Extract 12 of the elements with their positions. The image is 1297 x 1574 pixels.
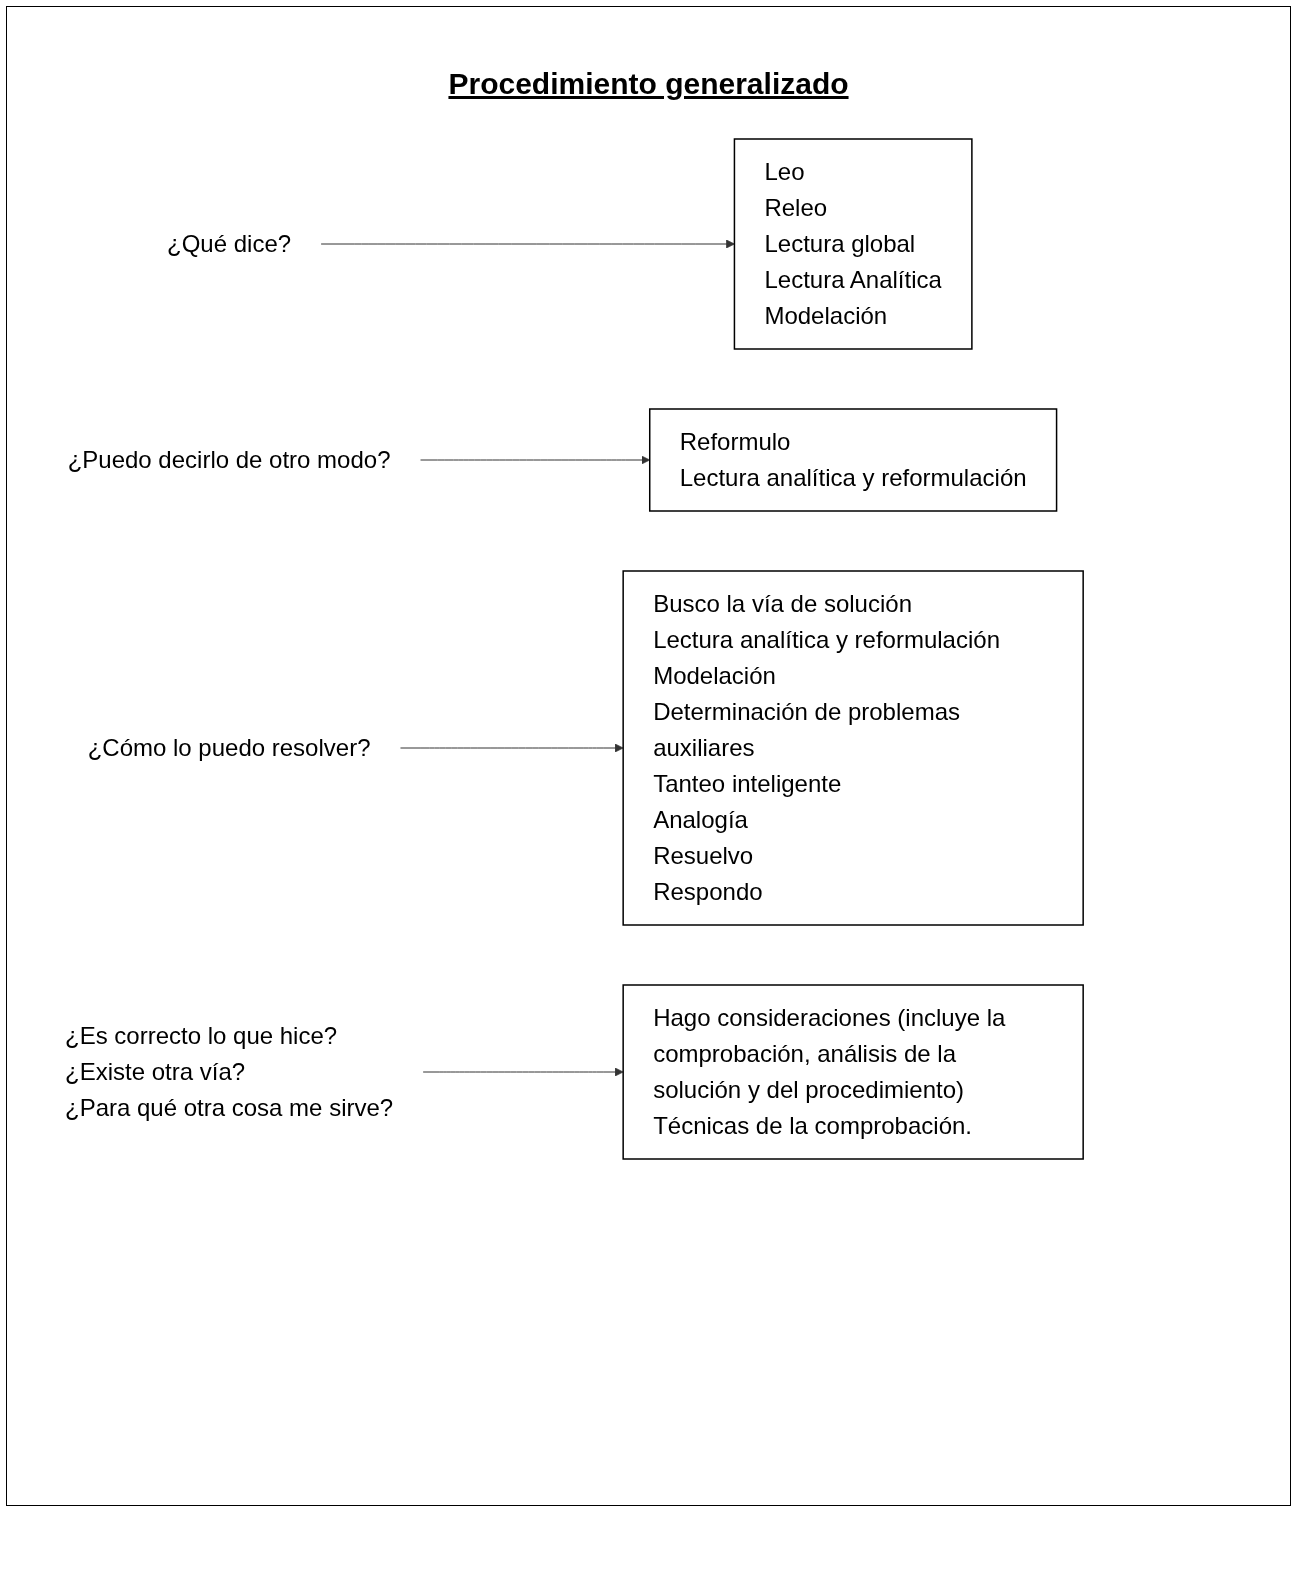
node-box: Leo Releo Lectura global Lectura Analítica Modelación <box>733 138 973 350</box>
node-box: Reformulo Lectura analítica y reformulación <box>649 408 1058 512</box>
node-text: ¿Es correcto lo que hice? ¿Existe otra vía? ¿Para qué otra cosa me sirve? <box>65 1022 394 1121</box>
diagram-title: Procedimiento generalizado <box>447 67 850 101</box>
arrow <box>320 239 735 249</box>
node-text: ¿Cómo lo puedo resolver? <box>87 734 371 761</box>
node-text: ¿Qué dice? <box>167 230 292 257</box>
arrow <box>422 1067 624 1077</box>
node-box: Busco la vía de solución Lectura analítica y reformulación Modelación Determinación de problemas auxiliares Tanteo inteligente Analogía Resuelvo Respondo <box>622 570 1084 926</box>
node-box: Hago consideraciones (incluye la comprobación, análisis de la solución y del procedimiento) Técnicas de la comprobación. <box>622 984 1084 1160</box>
node-text: ¿Puedo decirlo de otro modo? <box>67 446 391 473</box>
arrow <box>400 743 624 753</box>
